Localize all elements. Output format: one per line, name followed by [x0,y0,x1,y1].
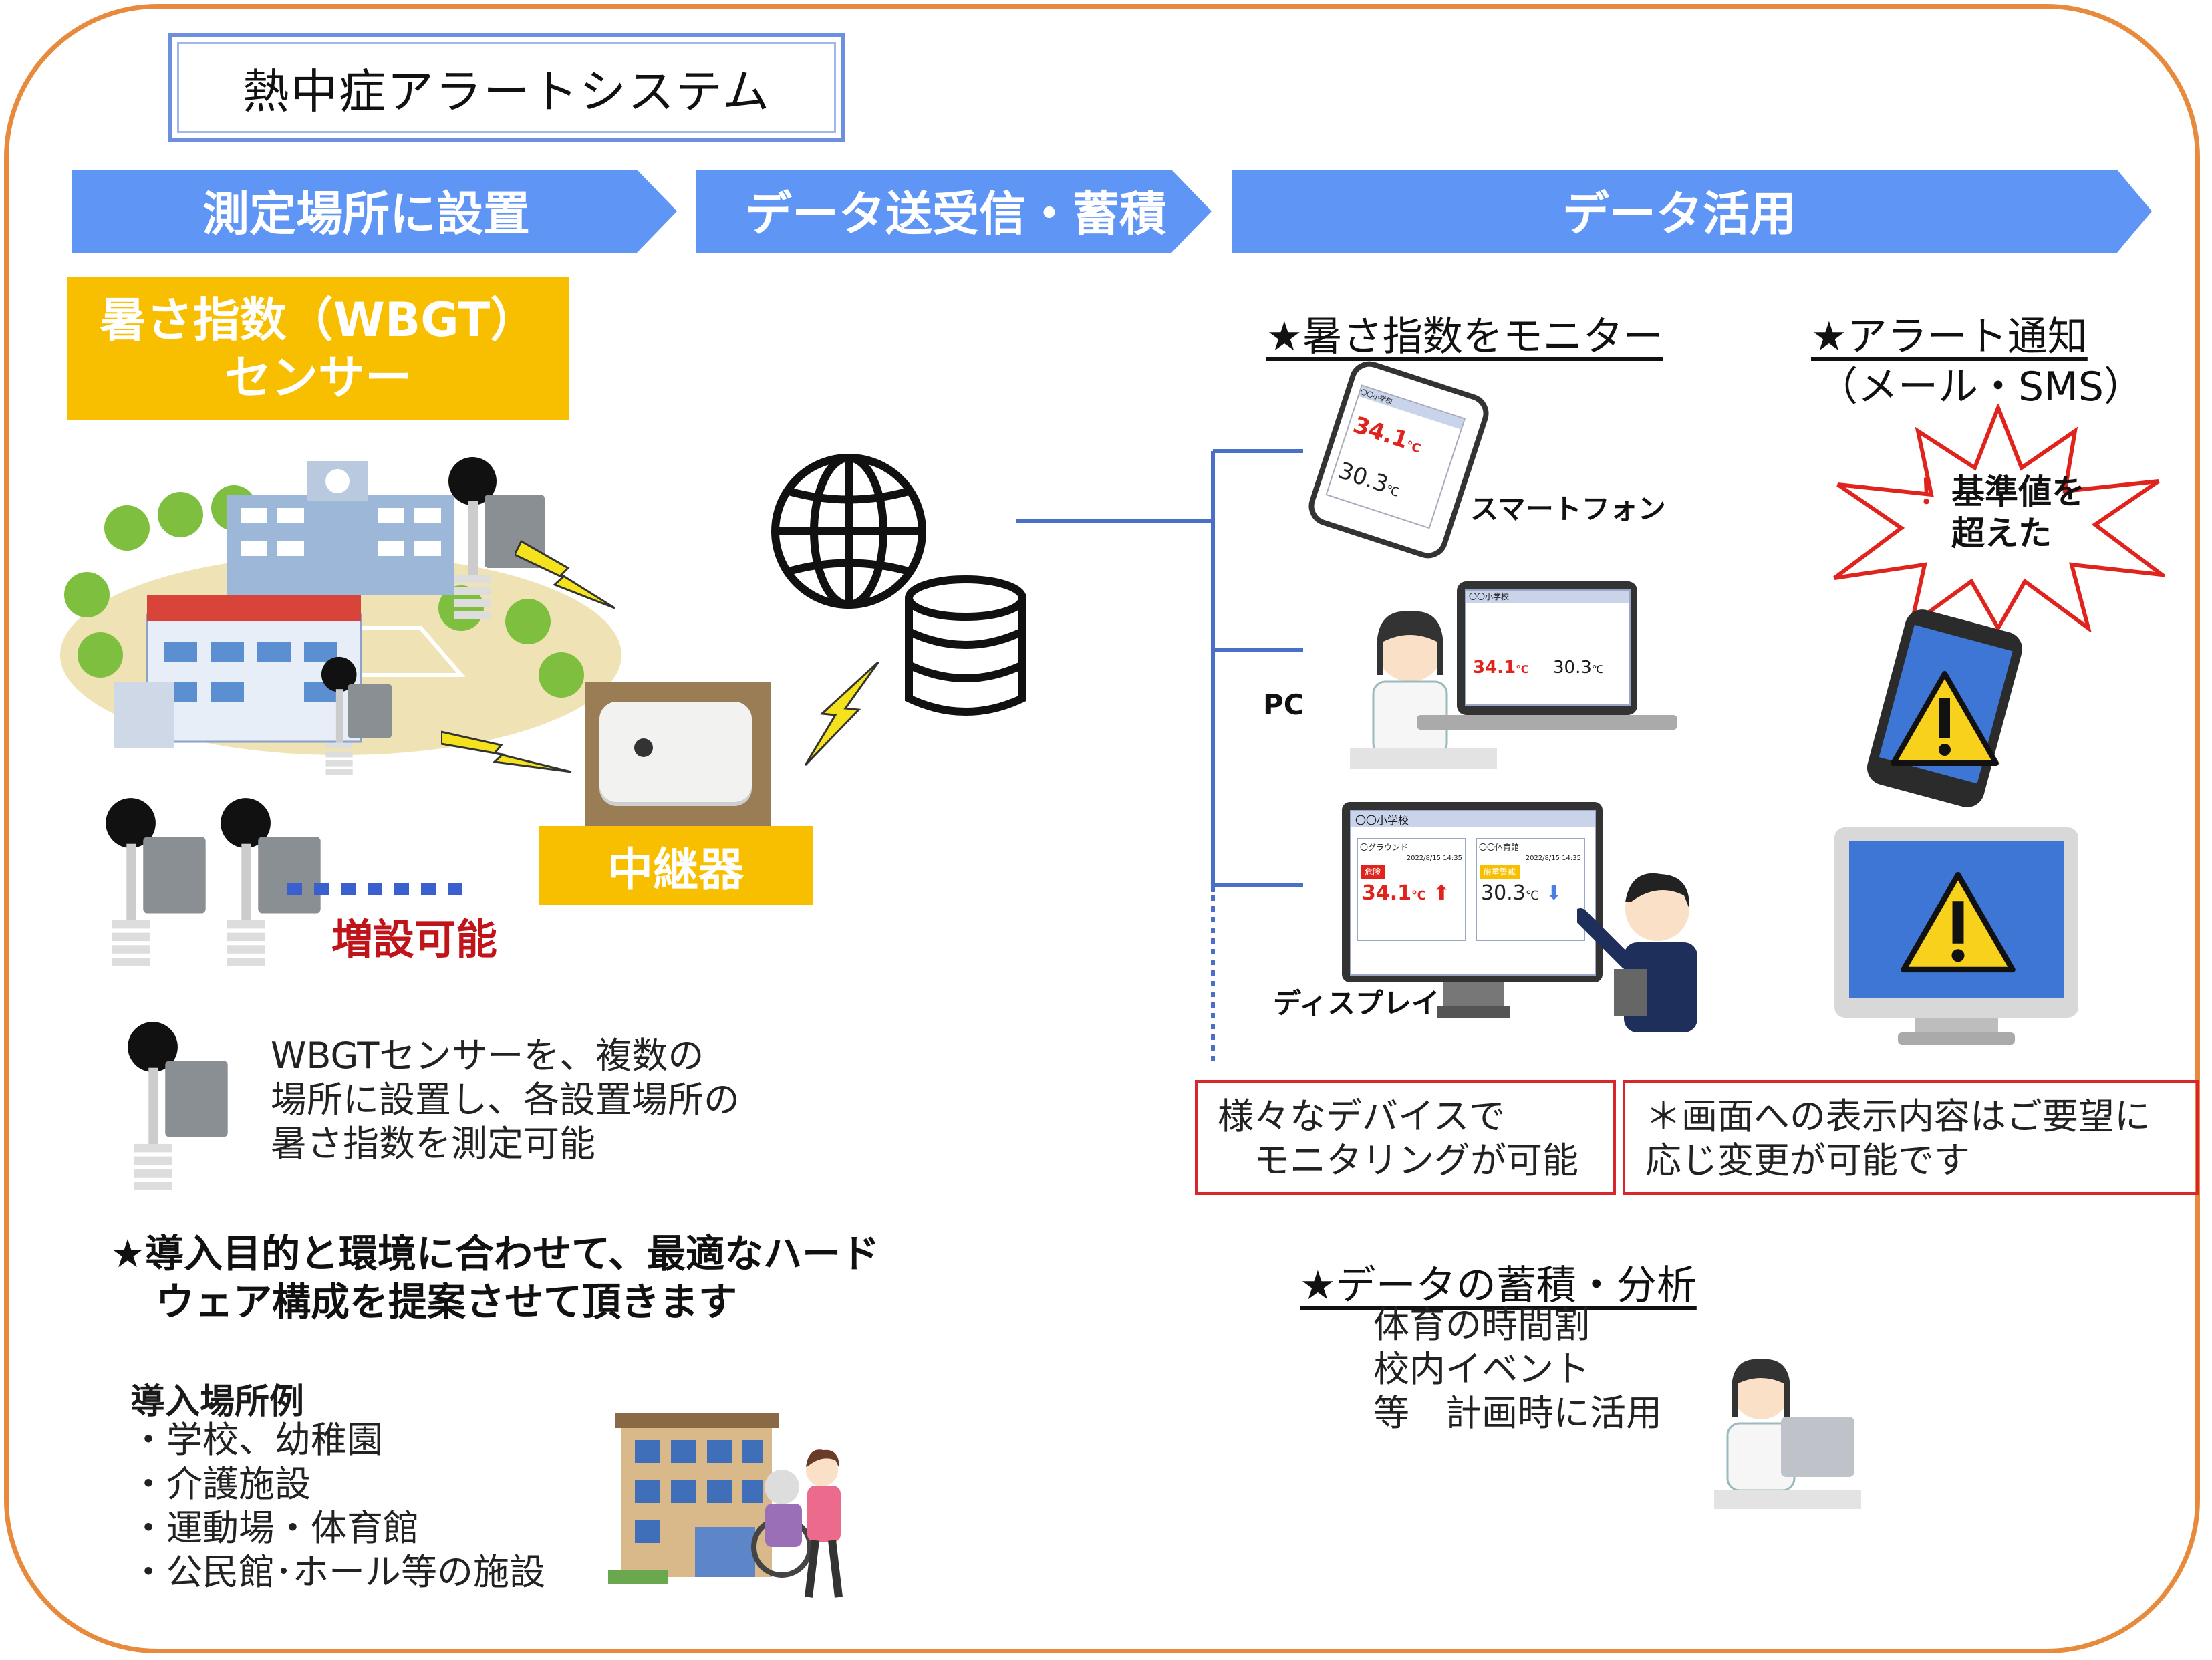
list-item: ・公民館･ホール等の施設 [130,1551,545,1593]
lightning-icon [805,662,880,767]
globe-icon [771,454,926,609]
sensor-icon [106,798,206,966]
list-item: 等 計画時に活用 [1373,1392,1662,1434]
step-arrows [72,170,2152,253]
step-label-2: データ送受信・蓄積 [745,186,1166,241]
alert-monitor-stand [1915,1018,1998,1034]
page-title: 熱中症アラートシステム [243,63,771,119]
laptop-school: 〇〇小学校 [1466,591,1629,603]
person-laptop-illustration [1714,1359,1861,1509]
display-device: 〇〇小学校 〇グラウンド 2022/8/15 14:35 危険 34.1℃ ⬆ … [1342,802,1603,982]
laptop-temp2: 30.3℃ [1553,658,1604,678]
examples-list: ・学校、幼稚園 ・介護施設 ・運動場・体育館 ・公民館･ホール等の施設 [130,1418,545,1595]
list-item: 校内イベント [1373,1348,1590,1390]
smartphone-screen: 〇〇小学校 34.1℃ 30.3℃ [1325,384,1466,529]
desk [1350,748,1497,769]
step-label-1: 測定場所に設置 [202,186,530,241]
device-label-display: ディスプレイ [1273,987,1440,1020]
sensor-box: 暑さ指数（WBGT） センサー [67,277,569,420]
expand-dotted-line [287,883,471,895]
laptop-temp1: 34.1℃ [1473,658,1529,678]
lightning-icon [515,539,615,609]
list-item: ・運動場・体育館 [130,1507,419,1549]
badge-danger: 危険 [1361,865,1385,879]
person-pc-illustration [1372,611,1448,756]
relay-device [599,702,752,802]
up-arrow-icon: ⬆ [1433,881,1450,905]
display-screen: 〇〇小学校 〇グラウンド 2022/8/15 14:35 危険 34.1℃ ⬆ … [1350,810,1596,976]
note-display-content: ＊画面への表示内容はご要望に 応じ変更が可能です [1623,1080,2199,1195]
warning-icon [1901,871,2016,973]
sensor-icon [128,1022,228,1190]
alert-subheading: （メール・SMS） [1818,364,2144,410]
alert-burst-text: ！基準値を 超えた [1918,472,2085,553]
relay-button-icon [634,738,653,757]
device-label-pc: PC [1263,688,1304,721]
database-icon [905,575,1026,716]
outer-frame [4,4,2200,1653]
laptop-screen: 〇〇小学校 34.1℃ 30.3℃ [1465,589,1631,706]
monitor-heading: ★暑さ指数をモニター [1266,313,1663,360]
connector-lines [1016,449,1303,1063]
step-arrow-3 [1232,170,2152,253]
display-school: 〇〇小学校 [1351,811,1595,827]
examples-heading: 導入場所例 [130,1382,305,1422]
sensor-box-line2: センサー [225,350,412,405]
sensor-icon [221,798,321,966]
list-item: 体育の時間割 [1373,1304,1590,1346]
display-stand [1443,982,1504,1009]
step-arrow-2 [696,170,1212,253]
alert-heading: ★アラート通知 [1811,313,2088,360]
lightning-icon [441,730,572,773]
note-devices: 様々なデバイスで モニタリングが可能 [1195,1080,1616,1195]
analysis-heading: ★データの蓄積・分析 [1300,1262,1697,1309]
person-presenter-illustration [1577,873,1697,1032]
display-card-1: 〇グラウンド 2022/8/15 14:35 危険 34.1℃ ⬆ [1357,838,1466,941]
sensor-box-line1: 暑さ指数（WBGT） [99,293,537,348]
sensor-description: WBGTセンサーを、複数の 場所に設置し、各設置場所の 暑さ指数を測定可能 [271,1034,740,1165]
display-foot [1437,1006,1510,1018]
relay-photo [585,682,771,827]
relay-label: 中継器 [607,843,744,897]
device-label-smartphone: スマートフォン [1470,493,1666,525]
sensor-icon [321,656,392,775]
list-item: ・介護施設 [130,1463,311,1505]
expand-label: 増設可能 [331,915,498,964]
laptop-device: 〇〇小学校 34.1℃ 30.3℃ [1457,581,1637,715]
down-arrow-icon: ⬇ [1545,881,1562,905]
exclamation-icon: ！ [1918,472,1951,511]
list-item: ・学校、幼稚園 [130,1419,383,1461]
laptop-base [1417,715,1677,730]
step-label-3: データ活用 [1562,186,1796,241]
school-illustration [60,461,621,755]
display-card-2: 〇〇体育館 2022/8/15 14:35 厳重警戒 30.3℃ ⬇ [1476,838,1585,941]
step-arrow-1 [72,170,677,253]
relay-box: 中継器 [539,826,813,905]
alert-burst-icon [1833,404,2165,632]
care-facility-illustration [608,1413,843,1598]
proposal-text: ★導入目的と環境に合わせて、最適なハード ウェア構成を提案させて頂きます [110,1231,880,1325]
alert-monitor-foot [1898,1032,2015,1045]
title-box: 熱中症アラートシステム [168,33,845,142]
smartphone-temp2: 30.3℃ [1335,457,1401,501]
warning-icon [1891,671,1999,766]
badge-warning: 厳重警戒 [1480,865,1520,879]
analysis-list: 体育の時間割 校内イベント 等 計画時に活用 [1373,1303,1662,1435]
